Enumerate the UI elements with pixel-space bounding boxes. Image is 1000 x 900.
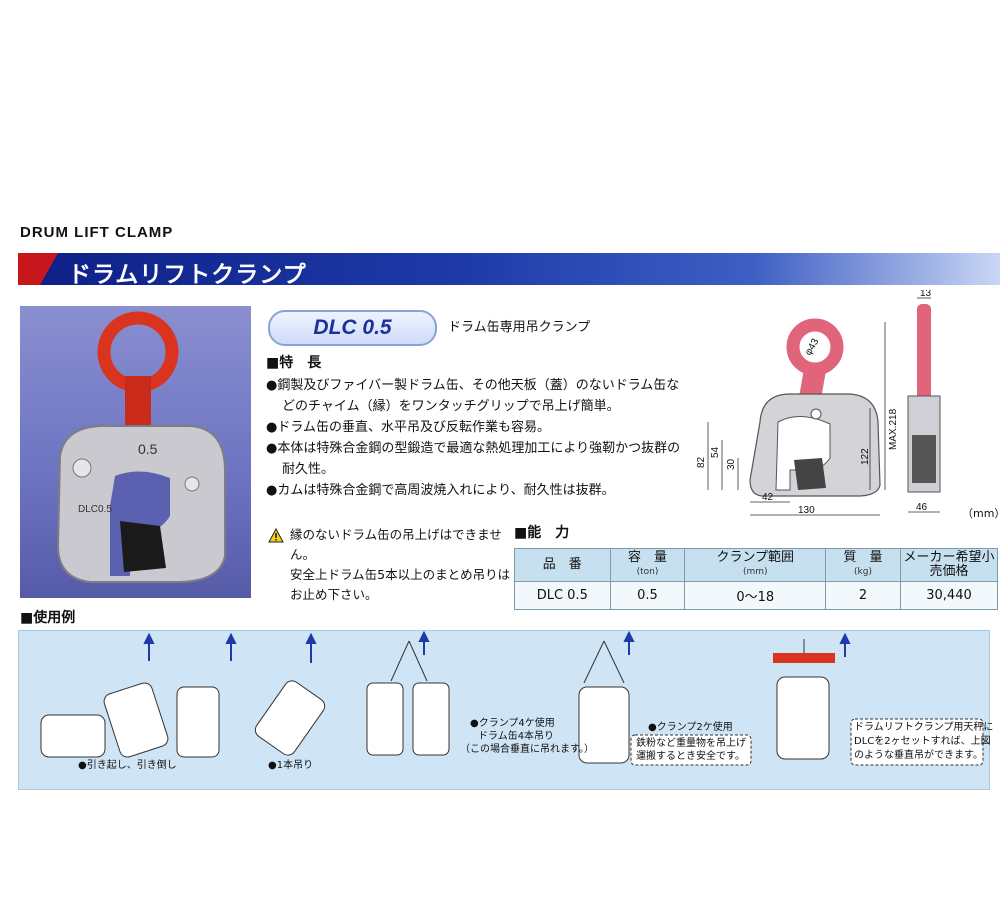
title-japanese: ドラムリフトクランプ — [68, 262, 307, 288]
dim-42: 42 — [762, 492, 774, 503]
features-heading: ■特 長 — [266, 355, 322, 371]
drum-icon — [40, 714, 106, 758]
photo-label: DLC0.5 — [78, 504, 112, 515]
usage-caption: のような垂直吊ができます。 — [854, 750, 983, 761]
title-english: DRUM LIFT CLAMP — [20, 224, 174, 241]
dim-thickness: 13 — [920, 290, 932, 299]
dim-122: 122 — [860, 448, 871, 465]
drum-icon — [176, 686, 220, 758]
two-clamp-note-box — [630, 734, 752, 766]
beam-note-box — [850, 718, 984, 766]
capacity-table: 品 番 容 量(ton) クランプ範囲(mm) 質 量(kg) メーカー希望小売… — [514, 548, 998, 610]
lifting-ring — [97, 311, 179, 393]
usage-heading: ■使用例 — [20, 610, 76, 626]
photo-marking: 0.5 — [138, 441, 158, 457]
drum-icon — [366, 682, 404, 756]
usage-caption: ●引き起し、引き倒し — [78, 760, 177, 771]
title-banner: ドラムリフトクランプ — [18, 253, 1000, 288]
side-view-ring — [917, 304, 931, 404]
column-header: 容 量(ton) — [609, 548, 686, 582]
table-cell: 30,440 — [900, 581, 998, 610]
dim-max-height: MAX.218 — [888, 408, 899, 450]
usage-illustrations — [40, 630, 984, 766]
table-cell: 0～18 — [684, 581, 827, 610]
drawing-cam — [794, 458, 826, 490]
usage-caption: ●クランプ2ケ使用 — [648, 722, 733, 733]
usage-caption: ●1本吊り — [268, 760, 314, 771]
dim-82: 82 — [696, 456, 707, 468]
capacity-heading: ■能 力 — [514, 525, 570, 541]
column-header: 品 番 — [514, 548, 611, 582]
side-view-cam — [912, 435, 936, 483]
usage-caption: （この場合垂直に吊れます。） — [460, 744, 594, 755]
table-row: DLC 0.5 0.5 0～18 2 30,440 — [514, 581, 998, 610]
clamp-photo-illustration: 0.5 DLC0.5 — [56, 311, 226, 583]
usage-caption: ドラムリフトクランプ用天秤に — [854, 722, 994, 733]
warning-notes: 縁のないドラム缶の吊上げはできません。 安全上ドラム缶5本以上のまとめ吊りはお止… — [268, 525, 513, 605]
drum-icon — [776, 676, 830, 760]
feature-item: ●鋼製及びファイバー製ドラム缶、その他天板（蓋）のないドラム缶などのチャイム（縁… — [266, 378, 680, 414]
product-photo: 0.5 DLC0.5 — [20, 306, 251, 598]
table-header-row: 品 番 容 量(ton) クランプ範囲(mm) 質 量(kg) メーカー希望小売… — [514, 548, 998, 582]
drum-icon — [412, 682, 450, 756]
model-badge: DLC 0.5 — [268, 310, 437, 346]
dim-ring: φ43 — [803, 336, 822, 357]
dim-30: 30 — [726, 458, 737, 470]
drum-icon — [103, 682, 169, 758]
drum-icon — [254, 680, 326, 756]
dim-46: 46 — [916, 502, 928, 513]
clamp-cam — [120, 521, 166, 572]
column-header: クランプ範囲(mm) — [684, 548, 827, 582]
usage-caption: 鉄粉など重量物を吊上げ — [636, 738, 746, 749]
warning-line: 縁のないドラム缶の吊上げはできません。 — [290, 527, 502, 562]
feature-item: ●ドラム缶の垂直、水平吊及び反転作業も容易。 — [266, 420, 550, 435]
drawing-bolt — [810, 408, 822, 420]
lifting-beam — [773, 653, 835, 663]
column-header: 質 量(kg) — [825, 548, 901, 582]
dim-54: 54 — [710, 446, 721, 458]
ring-shackle — [125, 376, 151, 426]
drawing-shackle — [799, 364, 827, 398]
feature-item: ●カムは特殊合金鋼で高周波焼入れにより、耐久性は抜群。 — [266, 483, 615, 498]
usage-caption: ●クランプ4ケ使用 — [470, 718, 555, 729]
product-subtitle: ドラム缶専用吊クランプ — [448, 320, 591, 335]
dimension-drawing: φ43 13 MAX.218 122 82 54 30 42 130 46 — [696, 290, 941, 516]
dim-130: 130 — [798, 505, 815, 516]
feature-item: ●本体は特殊合金鋼の型鍛造で最適な熱処理加工により強靭かつ抜群の耐久性。 — [266, 441, 681, 477]
usage-caption: 運搬するとき安全です。 — [636, 751, 745, 762]
table-cell: 2 — [825, 581, 901, 610]
warning-line: 安全上ドラム缶5本以上のまとめ吊りはお止め下さい。 — [290, 567, 511, 602]
unit-label: （mm） — [962, 507, 1000, 520]
column-header: メーカー希望小売価格 — [900, 548, 998, 582]
features-list: ●鋼製及びファイバー製ドラム缶、その他天板（蓋）のないドラム缶などのチャイム（縁… — [266, 375, 686, 501]
clamp-bolt — [184, 476, 200, 492]
table-cell: DLC 0.5 — [514, 581, 611, 610]
drum-icon — [578, 686, 630, 764]
usage-panel — [18, 630, 990, 790]
warning-icon — [268, 528, 284, 543]
clamp-bolt — [72, 458, 92, 478]
table-cell: 0.5 — [609, 581, 686, 610]
usage-caption: DLCを2ヶセットすれば、上図 — [854, 736, 991, 747]
banner-red-accent — [18, 253, 58, 285]
usage-caption: ドラム缶4本吊り — [478, 731, 555, 742]
